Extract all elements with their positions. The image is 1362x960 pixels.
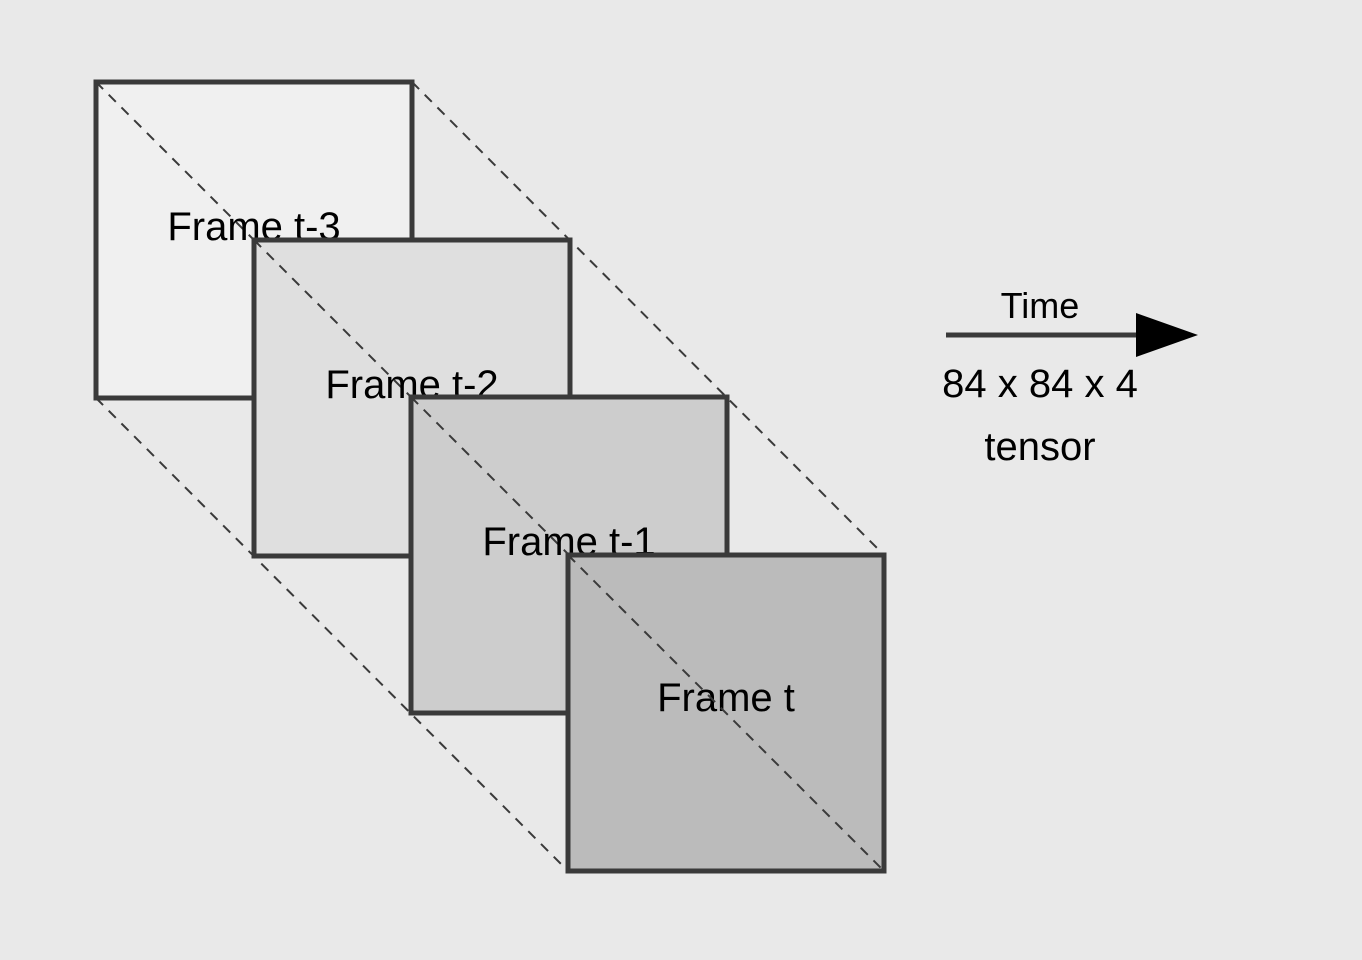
tensor-size-label: 84 x 84 x 4 (942, 362, 1138, 406)
connector-top-right (411, 81, 885, 556)
connector-lines (95, 81, 885, 872)
time-arrow-head (1136, 313, 1198, 357)
tensor-caption: 84 x 84 x 4 tensor (942, 362, 1138, 469)
connector-bottom-left (95, 397, 569, 872)
tensor-word-label: tensor (984, 425, 1095, 469)
connector-main-diagonal (567, 554, 885, 872)
time-arrow: Time (946, 285, 1198, 357)
time-label: Time (1001, 285, 1080, 326)
